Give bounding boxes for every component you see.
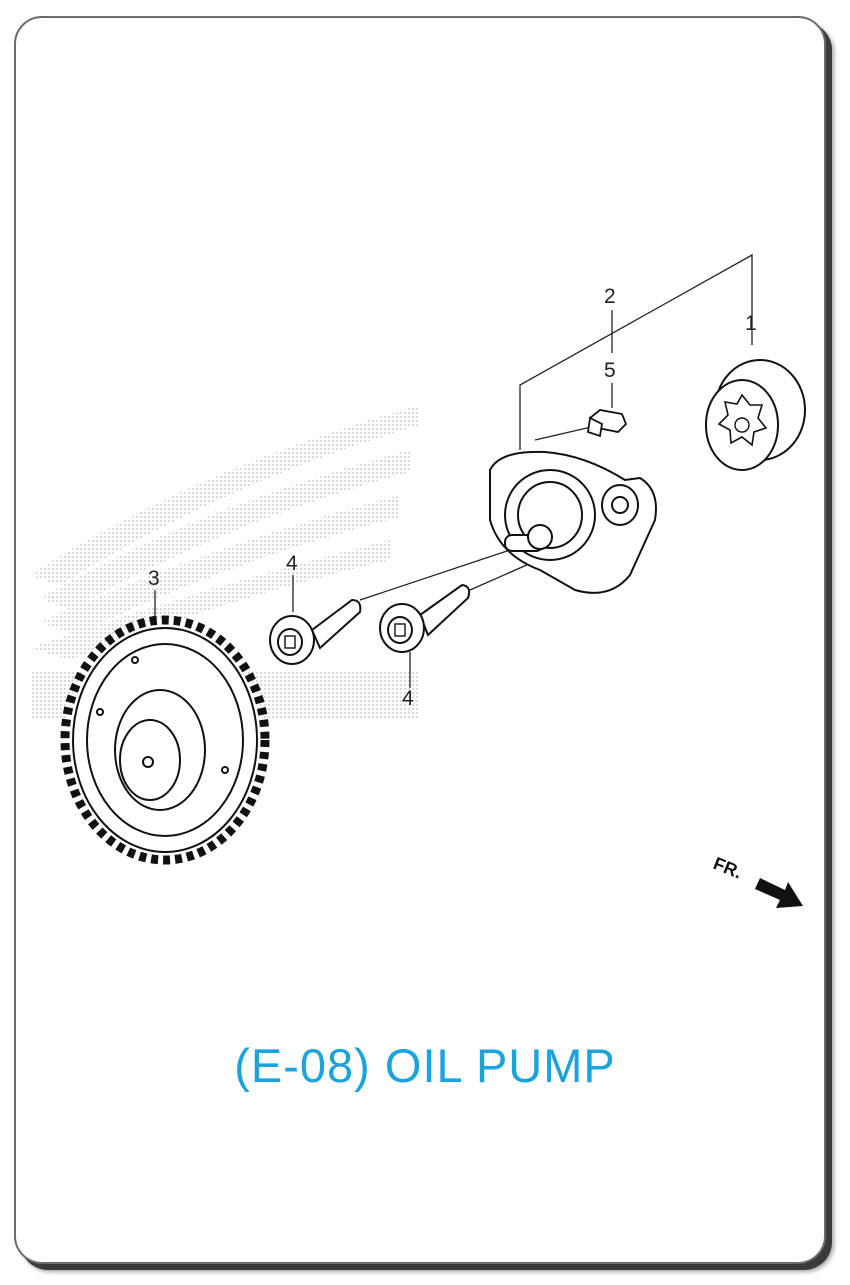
diagram-title: (E-08) OIL PUMP [234,1039,616,1092]
front-direction-label: FR. [711,853,745,882]
callout-3: 3 [148,567,160,590]
pump-rotor [705,359,806,471]
callout-4-lower: 4 [402,687,414,710]
oil-pump-body [489,450,657,594]
front-direction-indicator: FR. [711,853,803,908]
dowel-pin [587,409,628,438]
arrow-icon [755,878,803,908]
callout-5: 5 [604,359,616,382]
callout-4-upper: 4 [286,552,298,575]
flange-bolt-right [379,583,471,653]
driven-gear [60,615,270,865]
callout-1: 1 [745,312,757,335]
flange-bolt-left [269,598,362,665]
callout-2: 2 [604,285,616,308]
